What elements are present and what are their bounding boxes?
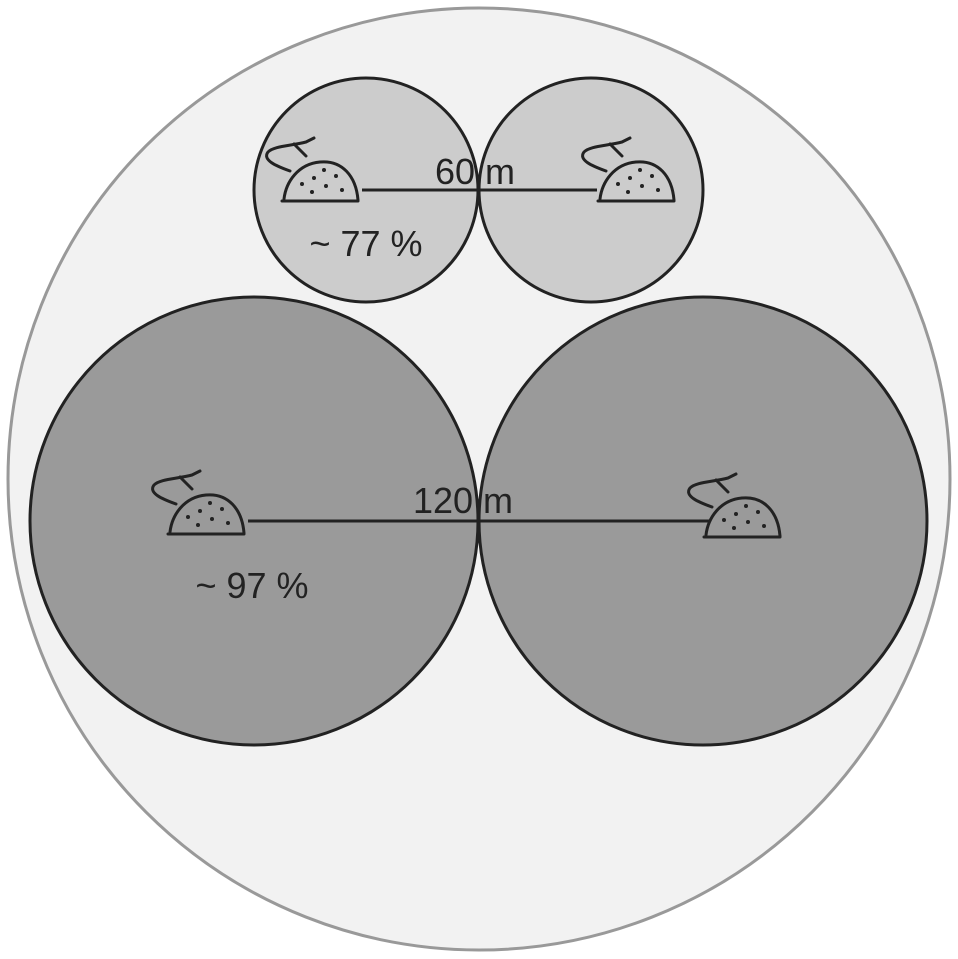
small-distance-label: 60 m — [435, 151, 515, 192]
large-percentage-label: ~ 97 % — [195, 565, 308, 606]
small-percentage-label: ~ 77 % — [309, 223, 422, 264]
large-distance-label: 120 m — [413, 480, 513, 521]
